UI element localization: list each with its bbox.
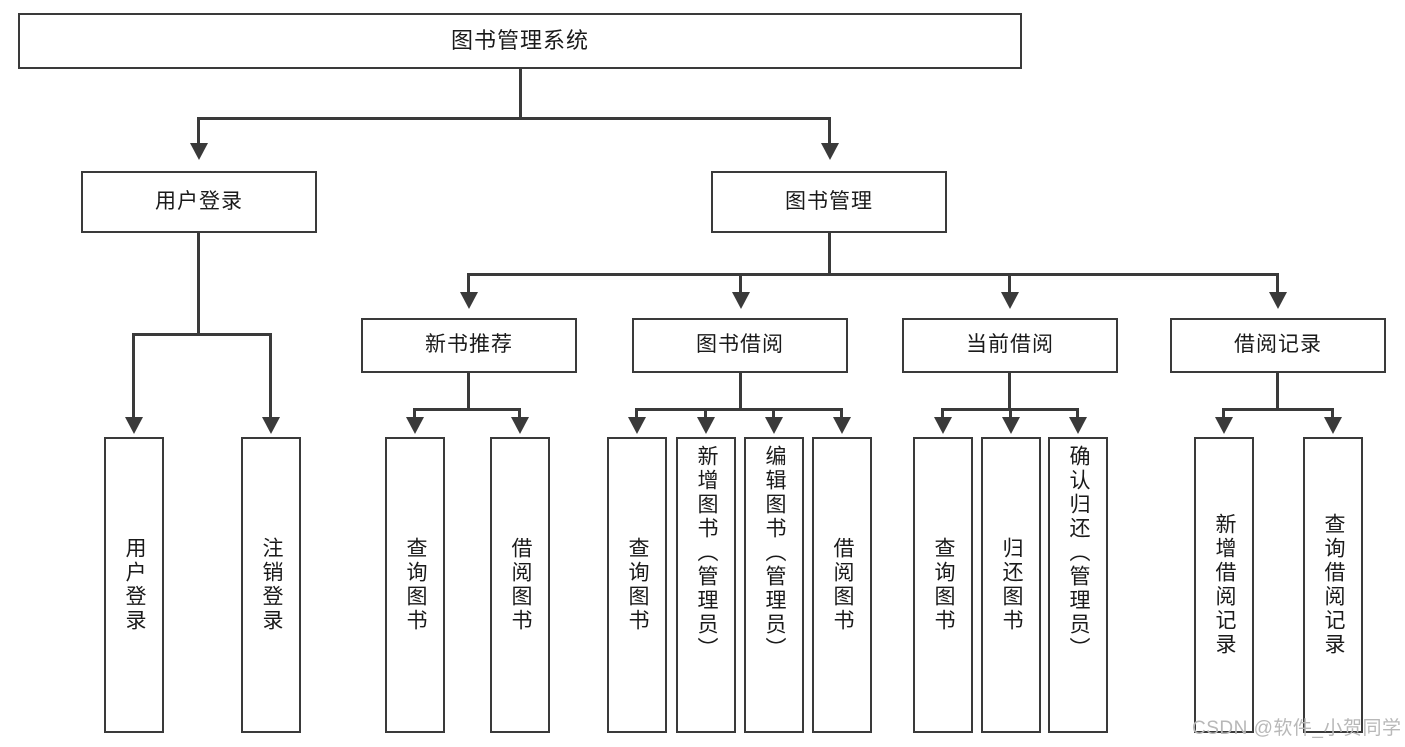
node-label: 查询图书 xyxy=(404,537,428,633)
node-label: 借阅图书 xyxy=(831,537,855,633)
arrow-bm-to-new-book xyxy=(460,292,478,309)
node-label: 查询图书 xyxy=(932,537,956,633)
node-label: 图书管理系统 xyxy=(450,28,589,54)
connector-user-login-branch-1 xyxy=(132,333,135,419)
arrow-bb-leaf-4 xyxy=(833,417,851,434)
arrow-bm-to-current-borrow xyxy=(1001,292,1019,309)
arrow-user-login-leaf-1 xyxy=(125,417,143,434)
node-user-login[interactable]: 用户登录 xyxy=(81,171,317,233)
connector-bb-branch-2 xyxy=(704,408,707,419)
connector-br-branch-2 xyxy=(1331,408,1334,419)
connector-book-manage-stem xyxy=(828,233,831,275)
node-label: 归还图书 xyxy=(1000,537,1024,633)
leaf-user-login-logout[interactable]: 注销登录 xyxy=(241,437,301,733)
leaf-user-login-login[interactable]: 用户登录 xyxy=(104,437,164,733)
connector-bb-branch-1 xyxy=(635,408,638,419)
node-new-book-recommend[interactable]: 新书推荐 xyxy=(361,318,577,373)
connector-book-borrow-stem xyxy=(739,373,742,411)
leaf-current-borrow-return[interactable]: 归还图书 xyxy=(981,437,1041,733)
node-label: 查询图书 xyxy=(626,537,650,633)
arrow-cb-leaf-3 xyxy=(1069,417,1087,434)
connector-root-bus xyxy=(197,117,831,120)
node-label: 新书推荐 xyxy=(425,333,513,357)
connector-user-login-bus xyxy=(132,333,272,336)
connector-bm-branch-book-borrow xyxy=(739,273,742,294)
node-label: 用户登录 xyxy=(155,189,243,213)
connector-user-login-stem xyxy=(197,233,200,335)
connector-bb-branch-4 xyxy=(840,408,843,419)
connector-borrow-record-stem xyxy=(1276,373,1279,411)
node-label: 注销登录 xyxy=(260,537,284,633)
node-label: 编辑图书（管理员） xyxy=(763,445,787,661)
connector-root-to-book-manage xyxy=(828,117,831,146)
node-current-borrow[interactable]: 当前借阅 xyxy=(902,318,1118,373)
arrow-br-leaf-2 xyxy=(1324,417,1342,434)
node-book-manage[interactable]: 图书管理 xyxy=(711,171,947,233)
arrow-cb-leaf-1 xyxy=(934,417,952,434)
leaf-new-book-query[interactable]: 查询图书 xyxy=(385,437,445,733)
arrow-root-to-book-manage xyxy=(821,143,839,160)
leaf-book-borrow-borrow[interactable]: 借阅图书 xyxy=(812,437,872,733)
node-label: 借阅记录 xyxy=(1234,333,1322,357)
node-label: 图书管理 xyxy=(785,189,873,213)
leaf-current-borrow-confirm[interactable]: 确认归还（管理员） xyxy=(1048,437,1108,733)
arrow-bm-to-book-borrow xyxy=(732,292,750,309)
connector-cb-branch-1 xyxy=(941,408,944,419)
leaf-borrow-record-add[interactable]: 新增借阅记录 xyxy=(1194,437,1254,733)
connector-bm-branch-current-borrow xyxy=(1008,273,1011,294)
connector-bm-branch-borrow-record xyxy=(1276,273,1279,294)
arrow-root-to-user-login xyxy=(190,143,208,160)
node-root-system[interactable]: 图书管理系统 xyxy=(18,13,1022,69)
arrow-new-book-leaf-2 xyxy=(511,417,529,434)
leaf-book-borrow-add[interactable]: 新增图书（管理员） xyxy=(676,437,736,733)
connector-root-to-user-login xyxy=(197,117,200,146)
arrow-bb-leaf-1 xyxy=(628,417,646,434)
arrow-user-login-leaf-2 xyxy=(262,417,280,434)
arrow-br-leaf-1 xyxy=(1215,417,1233,434)
leaf-current-borrow-query[interactable]: 查询图书 xyxy=(913,437,973,733)
arrow-new-book-leaf-1 xyxy=(406,417,424,434)
connector-br-branch-1 xyxy=(1222,408,1225,419)
connector-book-manage-bus xyxy=(467,273,1279,276)
connector-book-borrow-bus xyxy=(635,408,843,411)
leaf-book-borrow-query[interactable]: 查询图书 xyxy=(607,437,667,733)
connector-bm-branch-new-book xyxy=(467,273,470,294)
connector-borrow-record-bus xyxy=(1222,408,1334,411)
connector-new-book-branch-2 xyxy=(518,408,521,419)
arrow-cb-leaf-2 xyxy=(1002,417,1020,434)
node-borrow-record[interactable]: 借阅记录 xyxy=(1170,318,1386,373)
leaf-book-borrow-edit[interactable]: 编辑图书（管理员） xyxy=(744,437,804,733)
node-label: 借阅图书 xyxy=(509,537,533,633)
node-label: 确认归还（管理员） xyxy=(1067,445,1091,661)
node-label: 新增图书（管理员） xyxy=(695,445,719,661)
connector-current-borrow-stem xyxy=(1008,373,1011,411)
node-book-borrow[interactable]: 图书借阅 xyxy=(632,318,848,373)
connector-cb-branch-2 xyxy=(1009,408,1012,419)
leaf-new-book-borrow[interactable]: 借阅图书 xyxy=(490,437,550,733)
connector-new-book-branch-1 xyxy=(413,408,416,419)
connector-cb-branch-3 xyxy=(1076,408,1079,419)
node-label: 图书借阅 xyxy=(696,333,784,357)
node-label: 当前借阅 xyxy=(966,333,1054,357)
node-label: 用户登录 xyxy=(123,537,147,633)
node-label: 查询借阅记录 xyxy=(1322,513,1346,657)
arrow-bm-to-borrow-record xyxy=(1269,292,1287,309)
leaf-borrow-record-query[interactable]: 查询借阅记录 xyxy=(1303,437,1363,733)
arrow-bb-leaf-3 xyxy=(765,417,783,434)
connector-new-book-bus xyxy=(413,408,521,411)
arrow-bb-leaf-2 xyxy=(697,417,715,434)
connector-user-login-branch-2 xyxy=(269,333,272,419)
connector-root-stem xyxy=(519,69,522,119)
connector-new-book-stem xyxy=(467,373,470,411)
node-label: 新增借阅记录 xyxy=(1213,513,1237,657)
connector-bb-branch-3 xyxy=(772,408,775,419)
